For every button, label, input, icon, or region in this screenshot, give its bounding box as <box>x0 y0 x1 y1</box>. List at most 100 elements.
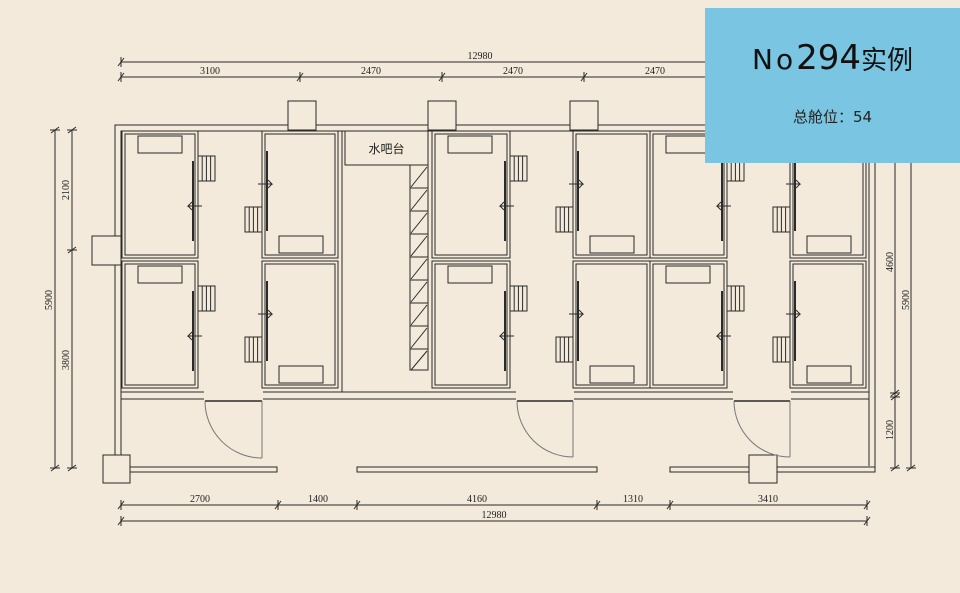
dim-top-total: 12980 <box>468 51 493 62</box>
pod-wall <box>431 260 511 389</box>
capacity-label: 总舱位：54 <box>792 108 873 126</box>
dim-right-1: 4600 <box>885 252 896 272</box>
capsule-pod <box>244 260 339 389</box>
pod-wall-inner <box>792 263 864 386</box>
door-swing-arc <box>733 400 791 458</box>
capsule-pod <box>431 130 528 259</box>
hatch-line <box>410 189 428 211</box>
entry-arrow-icon <box>786 179 802 189</box>
hatch-line <box>410 304 428 326</box>
hatch-line <box>410 235 428 257</box>
pod-wall <box>572 260 651 389</box>
pod-wall <box>261 260 339 389</box>
hatch-line <box>410 166 428 188</box>
entry-arrow-icon <box>715 201 731 211</box>
entry-arrow-icon <box>186 331 202 341</box>
pod-wall <box>261 130 339 259</box>
water-bar <box>341 130 429 392</box>
pod-wall-inner <box>124 133 196 256</box>
pod-wall <box>572 130 651 259</box>
pod-wall-inner <box>575 133 648 256</box>
door <box>516 390 574 458</box>
plan-title: No294实例 <box>705 38 960 78</box>
pillow <box>806 365 852 384</box>
pod-wall-inner <box>124 263 196 386</box>
entry-arrow-icon <box>258 309 274 319</box>
pillow <box>589 235 635 254</box>
pod-wall <box>789 260 867 389</box>
bottom-dimensions: 2700 1400 4160 1310 3410 12980 <box>117 494 871 526</box>
capsule-pod <box>649 260 745 389</box>
pod-wall-inner <box>652 133 725 256</box>
dim-top-4: 2470 <box>645 66 665 77</box>
pillow <box>589 365 635 384</box>
door-opening <box>204 390 263 402</box>
door-swing-arc <box>516 400 574 458</box>
capsule-pod <box>431 260 528 389</box>
pod-wall-inner <box>434 133 508 256</box>
pod-wall-inner <box>434 263 508 386</box>
pillow <box>137 265 183 284</box>
title-prefix: No <box>752 43 797 76</box>
pod-wall-inner <box>575 263 648 386</box>
pod-wall <box>649 260 728 389</box>
capsule-pod <box>121 130 216 259</box>
info-card: No294实例 总舱位：54 <box>705 8 960 163</box>
hatch-line <box>410 212 428 234</box>
title-number: 294 <box>796 38 861 78</box>
left-dimensions: 5900 2100 3800 <box>44 126 77 472</box>
dim-top-2: 2470 <box>361 66 381 77</box>
hatch-line <box>410 327 428 349</box>
capsule-pod <box>555 130 651 259</box>
dim-top-3: 2470 <box>503 66 523 77</box>
pillow <box>278 235 324 254</box>
pod-wall-inner <box>652 263 725 386</box>
columns <box>91 100 778 484</box>
pillow <box>665 265 711 284</box>
entrance-doors <box>204 390 791 459</box>
entry-arrow-icon <box>715 331 731 341</box>
entry-arrow-icon <box>498 331 514 341</box>
capsule-pod <box>244 130 339 259</box>
pillow <box>447 135 493 154</box>
capsule-pod <box>772 130 867 259</box>
capsule-pod <box>555 260 651 389</box>
pillow <box>806 235 852 254</box>
dim-left-1: 2100 <box>61 180 72 200</box>
door <box>733 390 791 458</box>
pillow <box>665 135 711 154</box>
dim-bottom-total: 12980 <box>482 510 507 521</box>
dim-bottom-4: 1310 <box>623 494 643 505</box>
capsule-pod <box>772 260 867 389</box>
pillow <box>447 265 493 284</box>
water-bar-label: 水吧台 <box>368 142 405 156</box>
hatch-line <box>410 281 428 303</box>
capsule-pods <box>121 130 867 389</box>
pod-wall <box>121 260 199 389</box>
entry-arrow-icon <box>258 179 274 189</box>
dim-left-total: 5900 <box>44 290 55 310</box>
entry-arrow-icon <box>569 179 585 189</box>
dim-top-1: 3100 <box>200 66 220 77</box>
capsule-pod <box>121 260 216 389</box>
pod-wall <box>431 130 511 259</box>
entry-arrow-icon <box>786 309 802 319</box>
pillow <box>137 135 183 154</box>
door-opening <box>733 390 791 402</box>
door-opening <box>516 390 574 402</box>
door-swing-arc <box>204 400 263 459</box>
pod-wall-inner <box>264 263 336 386</box>
hatch-line <box>410 258 428 280</box>
pod-wall <box>121 130 199 259</box>
hatch-line <box>410 350 428 371</box>
entry-arrow-icon <box>498 201 514 211</box>
entry-arrow-icon <box>569 309 585 319</box>
dim-bottom-1: 2700 <box>190 494 210 505</box>
dim-right-2: 1200 <box>885 420 896 440</box>
pod-wall-inner <box>264 133 336 256</box>
door <box>204 390 263 459</box>
outer-walls <box>114 124 876 473</box>
pod-wall <box>649 130 728 259</box>
title-suffix: 实例 <box>860 46 913 76</box>
